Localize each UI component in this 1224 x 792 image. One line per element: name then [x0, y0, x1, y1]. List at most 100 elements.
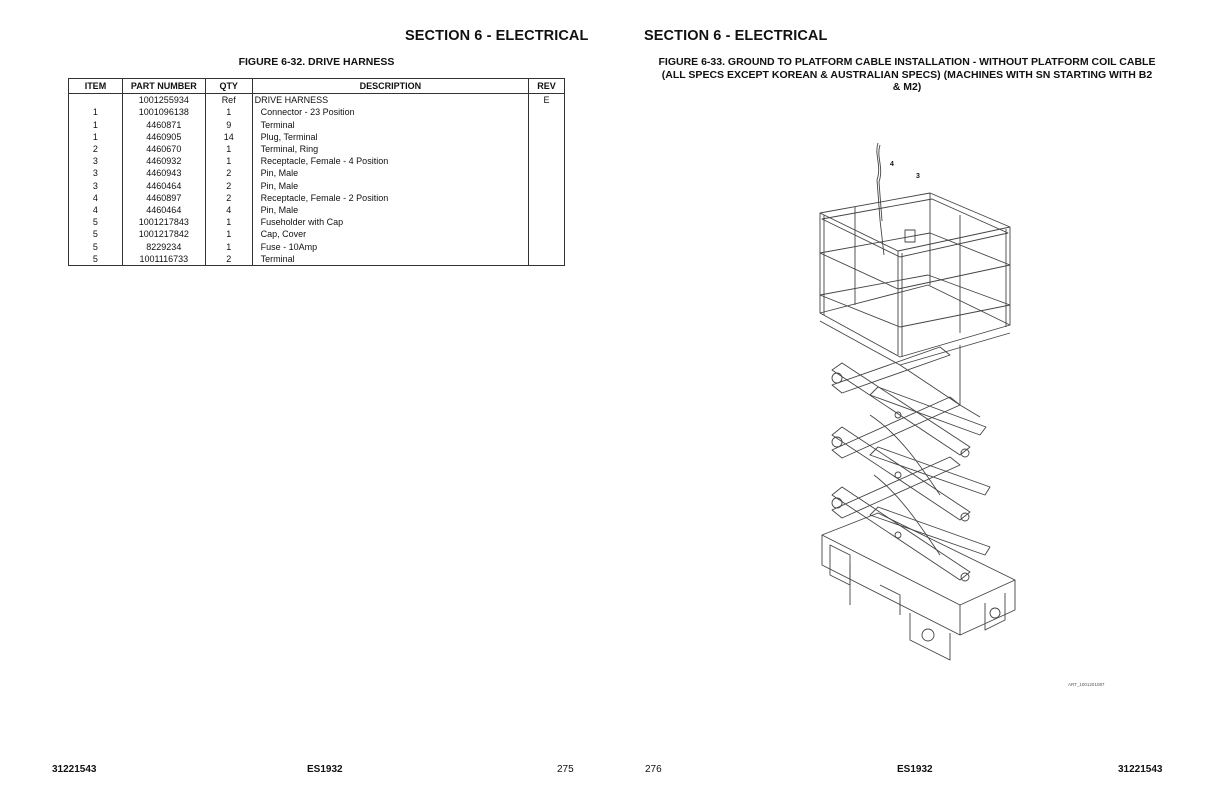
header-rev: REV	[528, 77, 565, 95]
cell-part-number: 1001217842	[121, 228, 206, 241]
table-row: 5 1001217842 1 Cap, Cover	[68, 228, 565, 241]
table-row: 5 1001116733 2 Terminal	[68, 252, 565, 267]
cell-part-number: 1001217843	[121, 216, 206, 229]
left-section-title: SECTION 6 - ELECTRICAL	[405, 28, 589, 44]
parts-table: ITEM PART NUMBER QTY DESCRIPTION REV 100…	[68, 77, 565, 267]
cell-description: Receptacle, Female - 4 Position	[251, 155, 530, 168]
cell-qty: 9	[204, 118, 253, 131]
parts-table-header: ITEM PART NUMBER QTY DESCRIPTION REV	[68, 77, 565, 95]
cell-part-number: 4460464	[121, 179, 206, 192]
table-row: 5 1001217843 1 Fuseholder with Cap	[68, 216, 565, 229]
cell-description: Plug, Terminal	[251, 130, 530, 144]
cell-description: Pin, Male	[251, 167, 530, 180]
cell-description: Receptacle, Female - 2 Position	[251, 191, 530, 205]
cell-part-number: 4460871	[121, 118, 206, 131]
cell-item: 3	[68, 167, 123, 180]
right-figure-title: FIGURE 6-33. GROUND TO PLATFORM CABLE IN…	[638, 56, 1176, 94]
cell-rev	[528, 216, 565, 229]
cell-part-number: 1001255934	[121, 93, 206, 107]
table-row: 1 4460871 9 Terminal	[68, 118, 565, 131]
cell-description: Pin, Male	[251, 179, 530, 192]
cell-item: 5	[68, 216, 123, 229]
cell-item: 2	[68, 143, 123, 156]
cell-rev	[528, 106, 565, 119]
cell-description: Cap, Cover	[251, 228, 530, 241]
figure-title-line: FIGURE 6-33. GROUND TO PLATFORM CABLE IN…	[658, 56, 1156, 68]
cell-rev	[528, 252, 565, 267]
cell-qty: Ref	[204, 93, 253, 107]
callout-3: 3	[916, 173, 920, 180]
cell-description: Terminal	[251, 252, 530, 267]
table-row: 5 8229234 1 Fuse - 10Amp	[68, 240, 565, 253]
cell-part-number: 4460932	[121, 155, 206, 168]
header-description: DESCRIPTION	[251, 77, 530, 95]
right-footer-page-number: 276	[645, 764, 662, 775]
cell-part-number: 1001096138	[121, 106, 206, 119]
cell-item: 3	[68, 179, 123, 192]
table-row: 3 4460943 2 Pin, Male	[68, 167, 565, 180]
cell-description: DRIVE HARNESS	[251, 93, 530, 107]
table-row: 3 4460932 1 Receptacle, Female - 4 Posit…	[68, 155, 565, 168]
cell-rev	[528, 179, 565, 192]
cell-qty: 1	[204, 228, 253, 241]
cell-rev	[528, 204, 565, 217]
table-row: 1001255934 Ref DRIVE HARNESS E	[68, 93, 565, 107]
table-row: 4 4460897 2 Receptacle, Female - 2 Posit…	[68, 191, 565, 205]
cell-qty: 4	[204, 204, 253, 217]
cell-rev: E	[528, 93, 565, 107]
cell-description: Fuse - 10Amp	[251, 240, 530, 253]
cell-qty: 1	[204, 155, 253, 168]
table-row: 4 4460464 4 Pin, Male	[68, 204, 565, 217]
cell-rev	[528, 191, 565, 205]
cell-rev	[528, 118, 565, 131]
left-footer-doc-number: 31221543	[52, 764, 97, 775]
table-row: 2 4460670 1 Terminal, Ring	[68, 143, 565, 156]
cell-qty: 1	[204, 143, 253, 156]
cell-qty: 1	[204, 106, 253, 119]
cell-part-number: 4460943	[121, 167, 206, 180]
cell-item: 3	[68, 155, 123, 168]
left-footer-page-number: 275	[557, 764, 574, 775]
cell-qty: 2	[204, 179, 253, 192]
header-item: ITEM	[68, 77, 123, 95]
scissor-lift-illustration: 4 3	[810, 135, 1030, 670]
cell-part-number: 4460670	[121, 143, 206, 156]
cell-item: 4	[68, 191, 123, 205]
cell-description: Fuseholder with Cap	[251, 216, 530, 229]
cell-item: 1	[68, 130, 123, 144]
table-row: 1 1001096138 1 Connector - 23 Position	[68, 106, 565, 119]
cell-description: Pin, Male	[251, 204, 530, 217]
cell-rev	[528, 167, 565, 180]
cell-rev	[528, 143, 565, 156]
cell-rev	[528, 130, 565, 144]
callout-4: 4	[890, 161, 894, 168]
table-row: 3 4460464 2 Pin, Male	[68, 179, 565, 192]
header-qty: QTY	[204, 77, 253, 95]
cell-item: 5	[68, 252, 123, 267]
cell-part-number: 4460464	[121, 204, 206, 217]
cell-description: Terminal	[251, 118, 530, 131]
cell-qty: 1	[204, 216, 253, 229]
left-figure-title: FIGURE 6-32. DRIVE HARNESS	[238, 56, 395, 68]
table-row: 1 4460905 14 Plug, Terminal	[68, 130, 565, 144]
cell-part-number: 4460897	[121, 191, 206, 205]
cell-description: Terminal, Ring	[251, 143, 530, 156]
cell-part-number: 1001116733	[121, 252, 206, 267]
cell-rev	[528, 155, 565, 168]
cell-item: 1	[68, 118, 123, 131]
cell-qty: 2	[204, 191, 253, 205]
cell-qty: 14	[204, 130, 253, 144]
cell-part-number: 4460905	[121, 130, 206, 144]
cell-item: 1	[68, 106, 123, 119]
cell-part-number: 8229234	[121, 240, 206, 253]
cell-item	[68, 93, 123, 107]
cell-item: 4	[68, 204, 123, 217]
header-part-number: PART NUMBER	[121, 77, 206, 95]
cell-description: Connector - 23 Position	[251, 106, 530, 119]
figure-title-line: (ALL SPECS EXCEPT KOREAN & AUSTRALIAN SP…	[661, 68, 1153, 81]
art-id: ART_1001201087	[1068, 682, 1105, 687]
cell-item: 5	[68, 228, 123, 241]
right-footer-doc-number: 31221543	[1118, 764, 1163, 775]
cell-qty: 1	[204, 240, 253, 253]
cell-qty: 2	[204, 167, 253, 180]
